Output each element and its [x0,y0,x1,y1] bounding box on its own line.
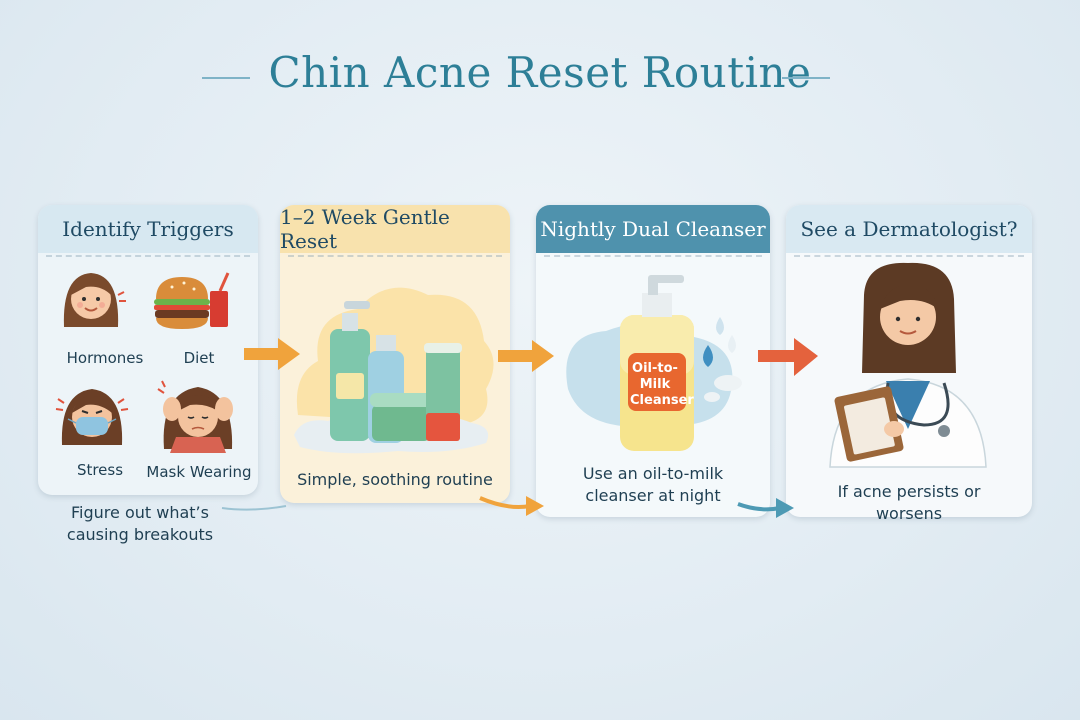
connector-lower-orange [479,496,544,516]
trigger-label-diet: Diet [183,349,215,367]
arrow-step3-to-step4 [758,338,818,376]
caption-identify-triggers: Figure out what’s causing breakouts [66,503,214,544]
page-title: Chin Acne Reset Routine [268,48,812,97]
caption-dermatologist: If acne persists or worsens [837,482,981,523]
step-card-dermatologist: See a Dermatologist? If acne persists or… [786,205,1032,523]
stressed-girl-icon [157,380,233,453]
step-body: Oil-to-Milk Cleanser [544,255,762,509]
step-heading-gentle-reset: 1–2 Week Gentle Reset [280,205,510,253]
arrow-step2-to-step3 [498,340,554,372]
caption-dual-cleanser: Use an oil-to-milk cleanser at night [582,464,724,505]
trigger-label-hormones: Hormones [66,349,144,367]
step-heading-dermatologist: See a Dermatologist? [786,205,1032,253]
title-wrap: Chin Acne Reset Routine [0,48,1080,97]
title-rule-right [782,77,830,79]
step-heading-dual-cleanser: Nightly Dual Cleanser [536,205,770,253]
step-body: Hormones Diet Stress Mask Wearing [46,255,252,487]
step-body [288,255,502,495]
step-body [794,255,1024,509]
stress-mask-face-icon [55,389,129,445]
burger-icon [154,272,230,329]
step-card-identify-triggers: Identify Triggers Hormones Diet [38,205,258,495]
arrow-step1-to-step2 [244,338,300,370]
trigger-label-mask-wearing: Mask Wearing [146,463,252,481]
title-rule-left [202,77,250,79]
step-heading-identify-triggers: Identify Triggers [38,205,258,253]
cleanser-bottle-icon [566,275,742,451]
bottle-label: Oil-to-Milk Cleanser [630,361,694,408]
skincare-products-icon [294,287,494,454]
step-card-gentle-reset: 1–2 Week Gentle Reset Simple, soothing r… [280,205,510,503]
hormones-face-icon [63,273,126,327]
trigger-label-stress: Stress [76,461,124,479]
caption-gentle-reset: Simple, soothing routine [297,470,493,489]
dermatologist-icon [829,262,987,468]
connector-lower-teal [737,498,794,518]
step-card-dual-cleanser: Nightly Dual Cleanser Oil-to-Milk Cleans… [536,205,770,517]
connector-lower-left [221,505,287,511]
